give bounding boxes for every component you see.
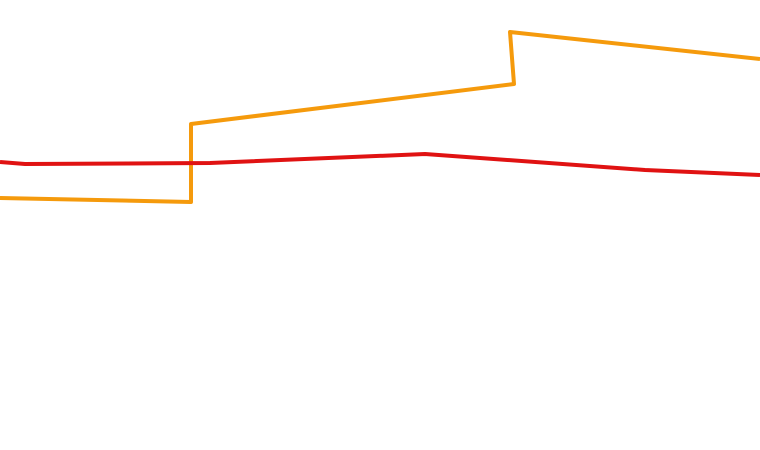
series-line-2 <box>0 152 760 177</box>
series-line-1 <box>0 30 760 204</box>
series-layer <box>0 30 760 204</box>
